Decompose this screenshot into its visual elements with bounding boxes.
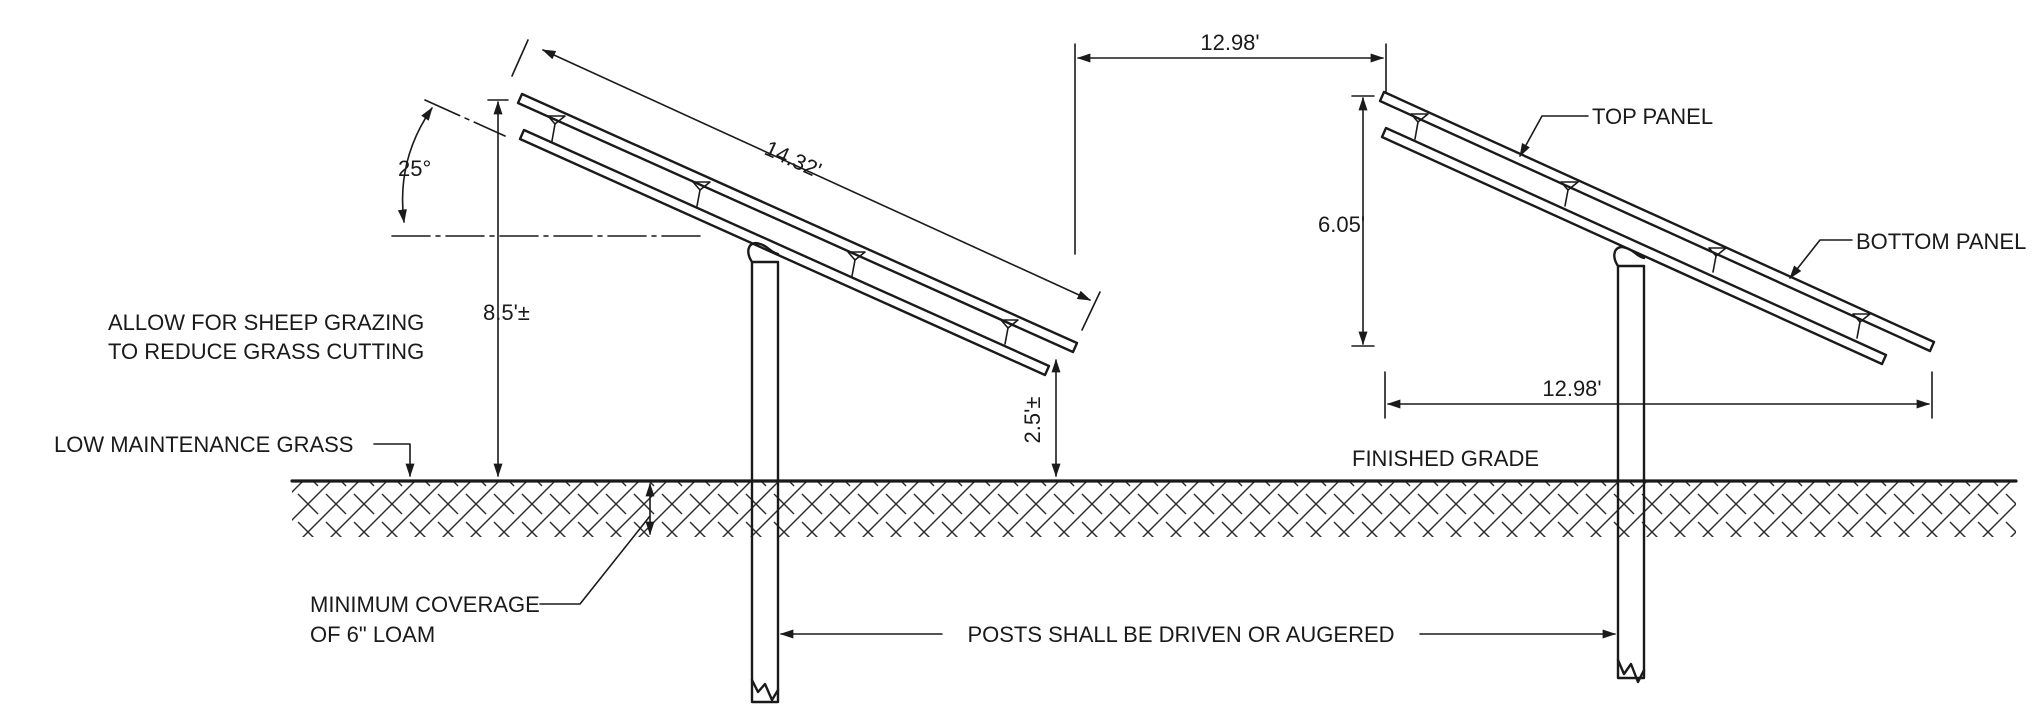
dim-top-height: 8.5'± (483, 99, 530, 478)
right-top-panel (1378, 90, 1936, 353)
callout-coverage: MINIMUM COVERAGE OF 6" LOAM (310, 482, 655, 647)
finished-grade-label: FINISHED GRADE (1352, 446, 1539, 471)
panel-rise-label: 6.05' (1318, 212, 1365, 237)
right-post (1613, 245, 1646, 684)
dim-row-spacing-top: 12.98' (1074, 30, 1387, 255)
sheep-note-line1: ALLOW FOR SHEEP GRAZING (108, 310, 424, 335)
grass-label: LOW MAINTENANCE GRASS (54, 432, 353, 457)
dim-tilt-angle: 25° (391, 99, 707, 237)
row-spacing-bottom-label: 12.98' (1542, 376, 1601, 401)
bottom-clearance-label: 2.5'± (1020, 397, 1045, 444)
posts-label: POSTS SHALL BE DRIVEN OR AUGERED (967, 622, 1394, 647)
right-panel-assembly (1378, 90, 1936, 366)
coverage-line1: MINIMUM COVERAGE (310, 592, 540, 617)
sheep-note-line2: TO REDUCE GRASS CUTTING (108, 339, 424, 364)
top-height-label: 8.5'± (483, 300, 530, 325)
callout-posts: POSTS SHALL BE DRIVEN OR AUGERED (779, 622, 1617, 647)
left-panel-assembly (516, 92, 1079, 377)
panel-length-label: 14.32' (761, 135, 825, 182)
dim-panel-length: 14.32' (511, 39, 1101, 331)
dim-bottom-clearance: 2.5'± (1020, 358, 1061, 478)
ground-section (290, 479, 2018, 537)
row-spacing-top-label: 12.98' (1200, 30, 1259, 55)
earth-hatch (292, 481, 2016, 537)
left-top-panel (516, 92, 1079, 354)
callout-bottom-panel: BOTTOM PANEL (1789, 229, 2026, 279)
callout-grass: LOW MAINTENANCE GRASS (54, 432, 415, 478)
top-panel-label: TOP PANEL (1592, 104, 1713, 129)
callout-top-panel: TOP PANEL (1519, 104, 1713, 157)
bottom-panel-label: BOTTOM PANEL (1856, 229, 2026, 254)
dim-row-spacing-bottom: 12.98' (1384, 371, 1933, 419)
dim-panel-rise: 6.05' (1318, 95, 1375, 347)
coverage-line2: OF 6" LOAM (310, 622, 435, 647)
tilt-angle-label: 25° (398, 156, 431, 181)
note-sheep-grazing: ALLOW FOR SHEEP GRAZING TO REDUCE GRASS … (108, 310, 424, 364)
right-bottom-panel (1380, 126, 1888, 366)
left-post (747, 241, 780, 704)
